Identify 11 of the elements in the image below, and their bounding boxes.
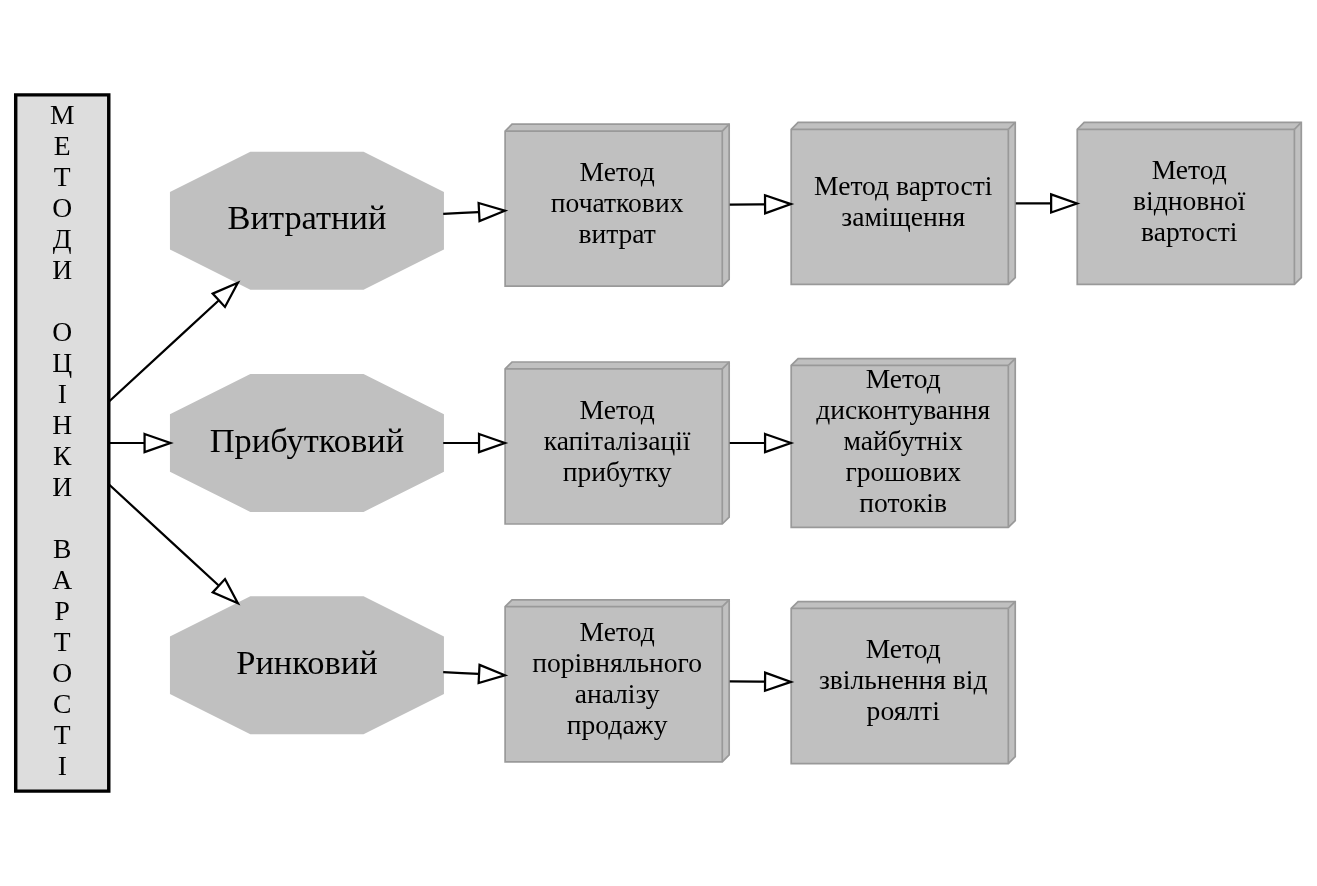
arrow [443, 432, 509, 454]
arrow [729, 671, 795, 693]
arrow [729, 193, 795, 215]
arrow [108, 280, 241, 403]
arrow [1015, 192, 1081, 215]
arrow [443, 663, 509, 685]
arrow [443, 201, 509, 223]
arrow [108, 483, 241, 606]
node-box: МЕТОДИ ОЦІНКИ ВАРТОСТІ [14, 93, 111, 793]
arrow [108, 432, 174, 454]
arrow [729, 432, 795, 454]
